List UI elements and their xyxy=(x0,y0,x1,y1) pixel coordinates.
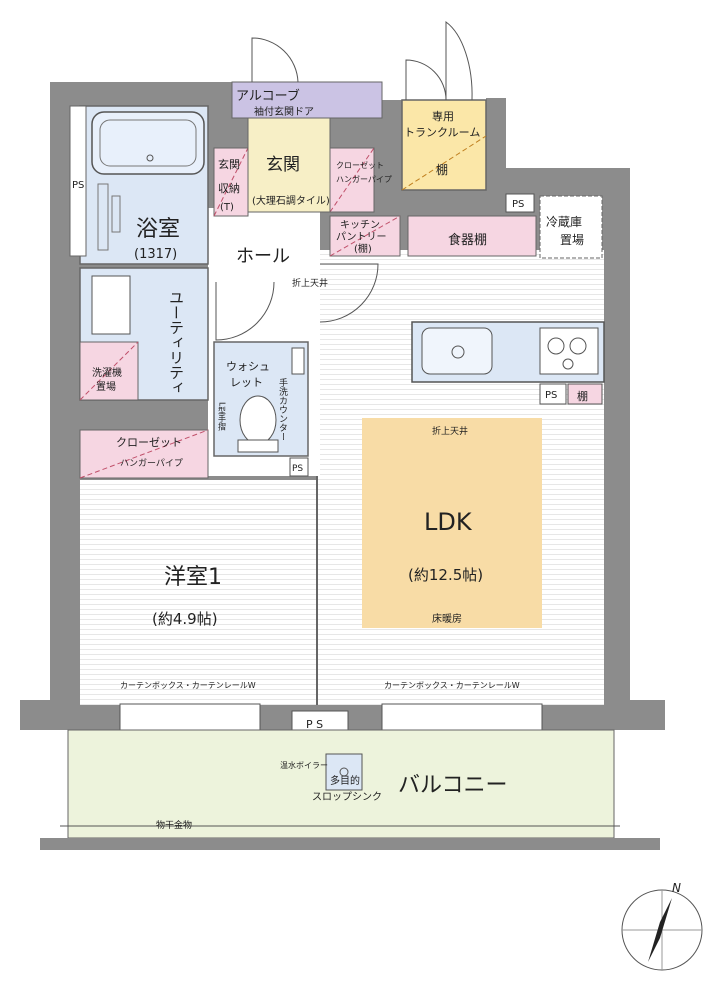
toilet-room xyxy=(213,341,309,457)
doors xyxy=(215,21,473,341)
closet-western xyxy=(79,429,209,479)
label-counter: 手洗カウンター xyxy=(277,377,288,441)
label-curtain1: カーテンボックス・カーテンレールW xyxy=(120,681,256,690)
label-bath: 浴室 xyxy=(136,217,180,242)
label-ps-kitchen: PS xyxy=(545,390,557,401)
kitchen-storage xyxy=(329,195,603,259)
label-washer2: 置場 xyxy=(96,380,116,393)
label-tile: (大理石調タイル) xyxy=(252,194,330,207)
label-kitchen3: (棚) xyxy=(354,242,372,255)
label-ps-bottom: P S xyxy=(306,718,323,731)
label-floor-heat: 床暖房 xyxy=(432,612,462,625)
label-boiler: 温水ボイラー xyxy=(280,760,328,770)
ps-shaft-left xyxy=(69,105,87,257)
alcove xyxy=(231,81,383,119)
label-door: 袖付玄関ドア xyxy=(254,105,314,118)
label-alcove: アルコーブ xyxy=(236,88,300,104)
label-western: 洋室1 xyxy=(164,565,222,590)
label-trunk-shelf: 棚 xyxy=(436,162,448,177)
label-sink2: スロップシンク xyxy=(312,791,382,803)
label-genkan: 玄関 xyxy=(266,155,300,175)
label-kitchen1: キッチン xyxy=(340,219,380,231)
label-sink1: 多目的 xyxy=(330,774,360,787)
label-handrail: L型手摺 xyxy=(218,402,227,431)
label-ldk: LDK xyxy=(424,508,473,536)
bathroom xyxy=(79,105,209,265)
ldk-floor-heating xyxy=(362,418,542,628)
label-trunk1: 専用 xyxy=(432,110,454,123)
label-fold1: 折上天井 xyxy=(292,277,328,289)
label-storage2: 収納 xyxy=(218,182,240,195)
label-fold2: 折上天井 xyxy=(432,425,468,437)
windows xyxy=(119,703,543,731)
label-bath-size: (1317) xyxy=(134,247,177,262)
label-closet: クローゼット xyxy=(116,436,182,449)
genkan-tile xyxy=(247,117,331,213)
balcony xyxy=(40,729,660,850)
label-ps-left: PS xyxy=(72,180,84,191)
label-hall: ホール xyxy=(236,246,290,267)
north-compass xyxy=(621,889,703,971)
label-trunk2: トランクルーム xyxy=(404,126,480,139)
label-fridge2: 置場 xyxy=(560,233,584,247)
label-washer1: 洗濯機 xyxy=(92,366,122,379)
label-hanger-pipe: ハンガーパイプ xyxy=(120,458,183,469)
label-balcony: バルコニー xyxy=(398,773,508,798)
label-storage3: (T) xyxy=(220,202,234,213)
label-toilet2: レット xyxy=(230,376,263,389)
label-ps-toilet: PS xyxy=(292,464,303,474)
label-hanger2: ハンガーパイプ xyxy=(336,174,392,184)
label-ps-fridge: PS xyxy=(512,199,524,210)
label-storage1: 玄関 xyxy=(218,157,240,171)
label-curtain2: カーテンボックス・カーテンレールW xyxy=(384,681,520,690)
shelf-small xyxy=(567,383,603,405)
label-ldk-size: (約12.5帖) xyxy=(408,566,483,584)
label-cupboard: 食器棚 xyxy=(448,232,487,248)
label-utility: ユーティリティ xyxy=(167,290,185,395)
label-laundry: 物干金物 xyxy=(156,819,192,831)
kitchen-counter xyxy=(411,321,605,383)
label-toilet1: ウォシュ xyxy=(226,360,270,373)
label-fridge1: 冷蔵庫 xyxy=(546,215,582,229)
genkan-storage xyxy=(213,147,375,217)
utility-room xyxy=(79,267,209,401)
label-hanger1: クローゼット xyxy=(336,160,384,170)
label-western-size: (約4.9帖) xyxy=(152,610,218,628)
label-kitchen2: パントリー xyxy=(336,231,387,243)
trunk-room xyxy=(401,99,487,191)
label-north: N xyxy=(672,881,681,895)
label-shelf-small: 棚 xyxy=(577,389,588,403)
labels: アルコーブ 袖付玄関ドア 専用 トランクルーム 棚 玄関 (大理石調タイル) 玄… xyxy=(72,88,681,895)
